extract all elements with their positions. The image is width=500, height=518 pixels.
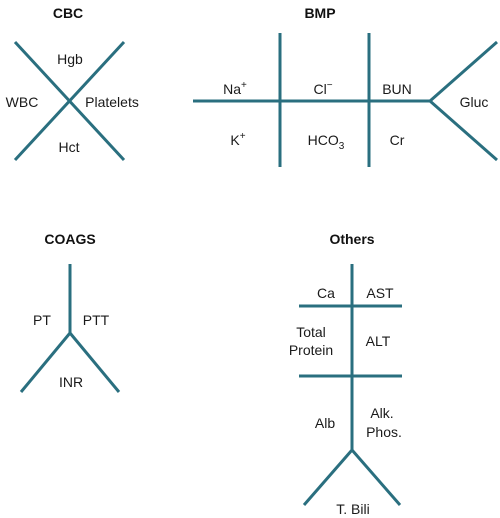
coags-branch-right — [68, 332, 121, 393]
bmp-title: BMP — [304, 5, 335, 21]
bmp-cl-label: Cl− — [313, 80, 332, 97]
cbc-hct-label: Hct — [59, 139, 80, 155]
others-diagram: Others Ca AST Total Protein ALT Alb Alk.… — [289, 231, 402, 517]
others-phos-label: Phos. — [366, 424, 402, 440]
bmp-hco3-label: HCO3 — [308, 132, 345, 152]
bmp-k-label: K+ — [230, 131, 245, 148]
coags-branch-left — [19, 332, 72, 393]
coags-ptt-label: PTT — [83, 312, 110, 328]
others-protein-label: Protein — [289, 342, 333, 358]
others-alt-label: ALT — [366, 333, 391, 349]
others-total-label: Total — [296, 324, 326, 340]
coags-inr-label: INR — [59, 374, 83, 390]
bmp-cr-label: Cr — [390, 132, 405, 148]
others-title: Others — [329, 231, 374, 247]
others-tbili-label: T. Bili — [336, 501, 369, 517]
others-ca-label: Ca — [317, 285, 335, 301]
cbc-wbc-label: WBC — [6, 94, 39, 110]
cbc-platelets-label: Platelets — [85, 94, 139, 110]
bmp-branch-upper — [429, 40, 498, 103]
cbc-hgb-label: Hgb — [57, 51, 83, 67]
others-alk-label: Alk. — [370, 405, 393, 421]
cbc-cross-line-2 — [13, 40, 126, 162]
others-branch-left — [302, 449, 354, 506]
bmp-bun-label: BUN — [382, 81, 412, 97]
bmp-diagram: BMP Na+ Cl− BUN Gluc K+ HCO3 Cr — [193, 5, 498, 167]
bmp-branch-lower — [429, 99, 498, 162]
others-ast-label: AST — [366, 285, 394, 301]
bmp-na-label: Na+ — [223, 80, 247, 97]
coags-diagram: COAGS PT PTT INR — [19, 231, 121, 393]
others-alb-label: Alb — [315, 415, 335, 431]
cbc-title: CBC — [53, 5, 83, 21]
bmp-gluc-label: Gluc — [460, 94, 489, 110]
coags-pt-label: PT — [33, 312, 51, 328]
others-branch-right — [350, 449, 402, 506]
coags-title: COAGS — [44, 231, 95, 247]
cbc-diagram: CBC Hgb WBC Platelets Hct — [6, 5, 139, 162]
